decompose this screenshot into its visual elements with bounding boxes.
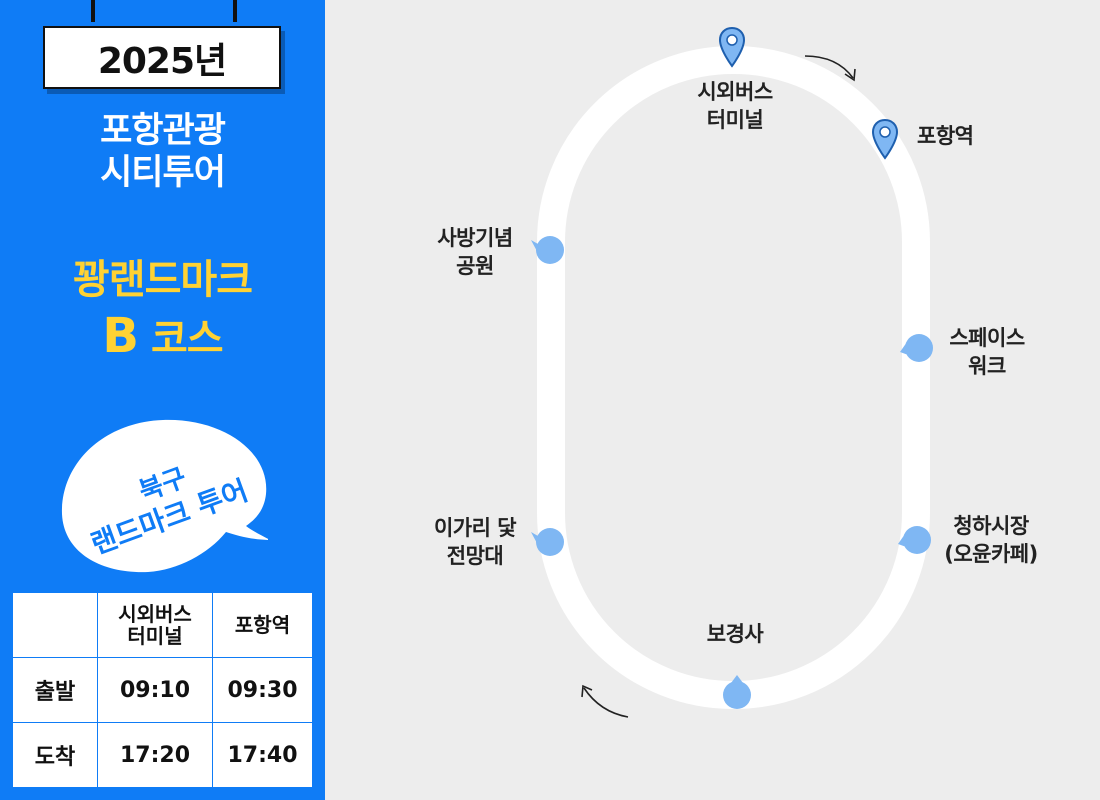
row-label: 도착 xyxy=(12,722,98,788)
arrowhead-bottom xyxy=(581,684,593,698)
map-pin-icon xyxy=(871,118,899,160)
direction-arrow-bottom xyxy=(583,687,629,718)
schedule-table: 시외버스 터미널 포항역 출발 09:10 09:30 도착 17:20 17:… xyxy=(12,592,313,788)
stop-label-line: 이가리 닻 xyxy=(433,516,517,540)
stop-label-line: (오윤카페) xyxy=(944,542,1038,566)
stop-label-station: 포항역 xyxy=(917,124,974,148)
stop-label-line: 공원 xyxy=(456,254,494,278)
arrowhead-top xyxy=(844,68,856,82)
stop-marker-cheongha xyxy=(898,526,931,554)
stop-marker-space xyxy=(900,334,933,362)
course-letter: B xyxy=(102,308,139,364)
map-pin-icon xyxy=(718,26,746,68)
time-cell: 09:30 xyxy=(212,657,313,723)
hanger-left xyxy=(91,0,95,22)
stop-label-line: 청하시장 xyxy=(953,514,1029,538)
sidebar: 2025년 포항관광 시티투어 꽝랜드마크 B 코스 북구 랜드마크 투어 시외… xyxy=(0,0,325,800)
stop-marker-sabang xyxy=(531,236,564,264)
title-line-2: 시티투어 xyxy=(100,153,226,193)
stop-label-line: 전망대 xyxy=(446,544,504,568)
schedule-corner-cell xyxy=(12,592,98,658)
route-track xyxy=(537,46,930,709)
stop-label-line: 사방기념 xyxy=(437,226,513,250)
course-title: 꽝랜드마크 B 코스 xyxy=(0,252,325,367)
schedule-header-row: 시외버스 터미널 포항역 xyxy=(12,592,313,658)
route-map-graphic xyxy=(531,26,933,718)
stop-label-cheongha: 청하시장 (오윤카페) xyxy=(931,512,1051,568)
speech-bubble: 북구 랜드마크 투어 xyxy=(61,419,268,573)
stop-label-line: 시외버스 xyxy=(697,80,773,104)
stop-marker-igari xyxy=(531,528,564,556)
stop-marker-bogyeong xyxy=(723,675,751,709)
stop-label-line: 터미널 xyxy=(706,108,764,132)
time-cell: 17:20 xyxy=(97,722,213,788)
hanger-right xyxy=(233,0,237,22)
route-map: 시외버스 터미널 포항역 사방기념 공원 스페이스 워크 이가리 닻 전망대 청… xyxy=(325,0,1100,800)
title-line-1: 포항관광 xyxy=(100,111,226,151)
direction-arrow-top xyxy=(804,55,854,79)
time-cell: 17:40 xyxy=(212,722,313,788)
stop-label-space: 스페이스 워크 xyxy=(937,324,1037,380)
stop-label-line: 스페이스 xyxy=(949,326,1025,350)
row-label: 출발 xyxy=(12,657,98,723)
stop-label-terminal: 시외버스 터미널 xyxy=(675,78,795,134)
stop-label-igari: 이가리 닻 전망대 xyxy=(420,514,530,570)
stop-label-line: 워크 xyxy=(968,354,1006,378)
stop-label-bogyeong: 보경사 xyxy=(706,622,764,646)
schedule-col-header: 포항역 xyxy=(212,592,313,658)
tour-title: 포항관광 시티투어 xyxy=(0,110,325,194)
table-row: 도착 17:20 17:40 xyxy=(12,722,313,788)
course-word: 코스 xyxy=(150,316,224,362)
time-cell: 09:10 xyxy=(97,657,213,723)
course-line-2: B 코스 xyxy=(0,308,325,367)
schedule-col-header: 시외버스 터미널 xyxy=(97,592,213,658)
stop-label-sabang: 사방기념 공원 xyxy=(425,224,525,280)
table-row: 출발 09:10 09:30 xyxy=(12,657,313,723)
year-plate: 2025년 xyxy=(43,26,281,89)
course-line-1: 꽝랜드마크 xyxy=(73,257,253,303)
